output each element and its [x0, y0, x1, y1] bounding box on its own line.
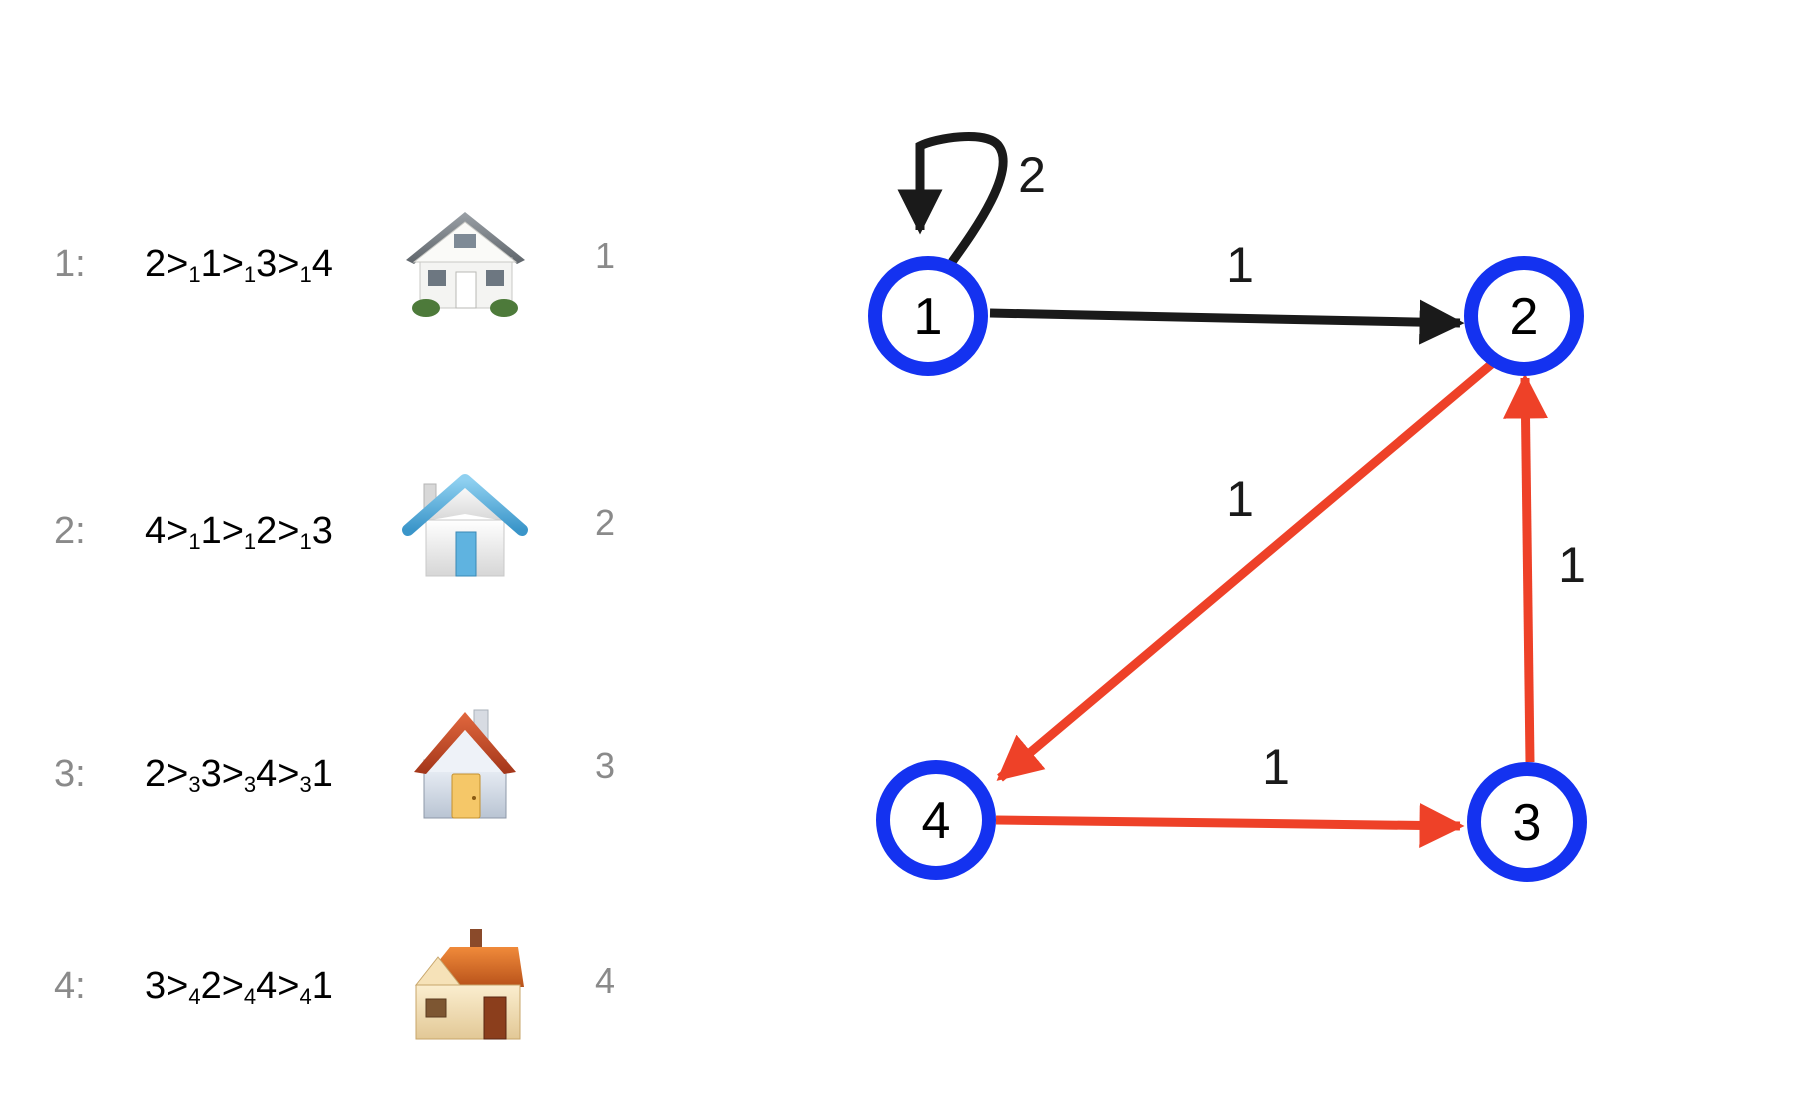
- node-label-3: 3: [1513, 794, 1542, 852]
- edge-3-2: [1503, 373, 1549, 763]
- preference-list: 2>11>13>14: [145, 243, 333, 286]
- edge-label-2-4: 1: [1226, 471, 1254, 527]
- preference-rank-subscript: 1: [188, 529, 201, 554]
- preference-rank-subscript: 1: [299, 262, 312, 287]
- node-label-2: 2: [1510, 288, 1539, 346]
- preference-item: 4>: [256, 965, 300, 1007]
- preference-item: 1>: [200, 510, 244, 552]
- agent-id: 2:: [54, 510, 86, 552]
- edge-label-4-3: 1: [1262, 739, 1290, 795]
- preference-list: 4>11>12>13: [145, 510, 333, 553]
- agent-row-1: 1: 2>11>13>14 1: [0, 212, 700, 365]
- brown-roof-house-icon: [414, 709, 516, 819]
- preference-item: 2>: [145, 753, 189, 795]
- preference-rank-subscript: 4: [188, 984, 201, 1009]
- agent-row-3: 3: 2>33>34>31 3: [0, 709, 700, 875]
- house-id: 1: [595, 235, 616, 276]
- preference-rank-subscript: 3: [299, 772, 312, 797]
- agent-row-2: 2: 4>11>12>13 2: [0, 474, 700, 632]
- preference-list: 3>42>44>41: [145, 965, 333, 1008]
- edge-label-3-2: 1: [1558, 537, 1586, 593]
- preference-item: 1: [311, 965, 333, 1007]
- edge-label-1-1: 2: [1018, 147, 1046, 203]
- preference-rank-subscript: 1: [299, 529, 312, 554]
- preference-item: 3>: [256, 243, 300, 285]
- preference-item: 2>: [145, 243, 189, 285]
- agent-row-4: 4: 3>42>44>41 4: [0, 929, 700, 1100]
- edge-1-1: [897, 132, 1008, 265]
- house-id: 3: [595, 745, 616, 786]
- preference-item: 3: [311, 510, 333, 552]
- agent-id: 4:: [54, 965, 86, 1007]
- preference-item: 4: [311, 243, 333, 285]
- blue-roof-house-icon: [402, 474, 528, 577]
- preference-rank-subscript: 1: [243, 262, 257, 287]
- agent-id: 3:: [54, 753, 86, 795]
- preference-item: 3>: [145, 965, 189, 1007]
- white-cottage-icon: [406, 212, 525, 317]
- edge-label-1-2: 1: [1226, 237, 1254, 293]
- node-3: 3: [1467, 762, 1587, 882]
- preference-rank-subscript: 3: [188, 772, 201, 797]
- preference-item: 4>: [145, 510, 189, 552]
- node-2: 2: [1464, 256, 1584, 376]
- orange-roof-house-icon: [414, 929, 524, 1040]
- preference-item: 3>: [200, 753, 244, 795]
- preference-rank-subscript: 1: [243, 529, 257, 554]
- node-4: 4: [876, 760, 996, 880]
- preference-rank-subscript: 4: [299, 984, 312, 1009]
- edge-4-3: [995, 802, 1465, 848]
- node-label-4: 4: [922, 792, 951, 850]
- preference-rank-subscript: 4: [243, 984, 257, 1009]
- node-label-1: 1: [914, 288, 943, 346]
- preference-rank-subscript: 3: [243, 772, 257, 797]
- preference-item: 1>: [200, 243, 244, 285]
- preference-list: 2>33>34>31: [145, 753, 333, 796]
- preference-item: 2>: [256, 510, 300, 552]
- preference-item: 2>: [200, 965, 244, 1007]
- agent-id: 1:: [54, 243, 86, 285]
- preference-item: 4>: [256, 753, 300, 795]
- edge-2-4: [996, 358, 1497, 782]
- preference-rank-subscript: 1: [188, 262, 201, 287]
- node-1: 1: [868, 256, 988, 376]
- house-id: 4: [595, 960, 616, 1001]
- edge-1-2: [989, 299, 1465, 345]
- preference-item: 1: [311, 753, 333, 795]
- house-id: 2: [595, 502, 616, 543]
